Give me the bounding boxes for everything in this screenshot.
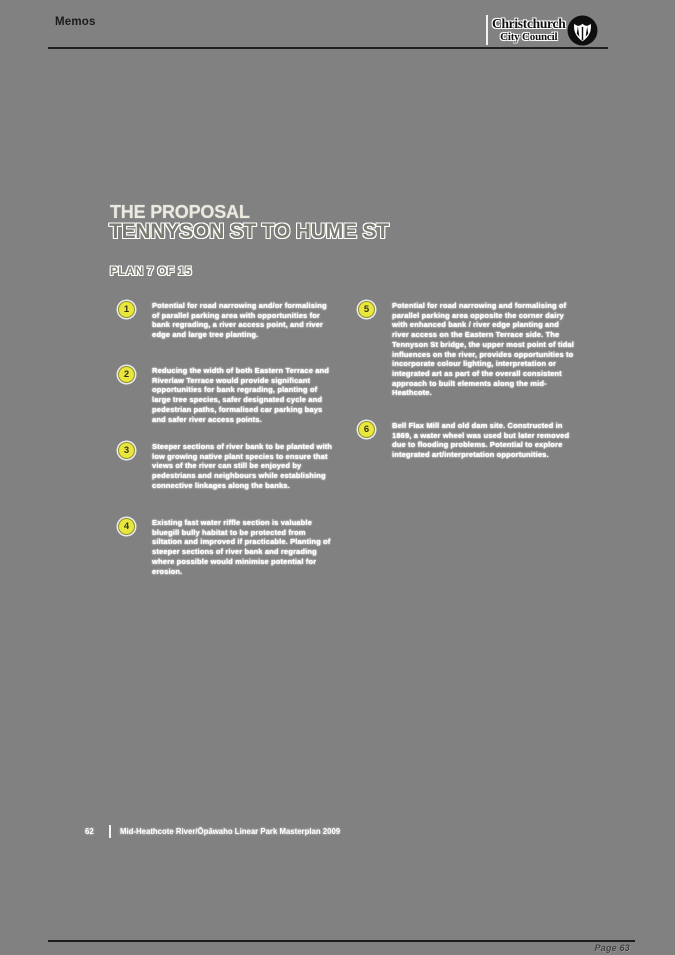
item-text: Bell Flax Mill and old dam site. Constru… xyxy=(392,421,574,460)
logo-name: Christchurch xyxy=(492,16,566,32)
item-number-badge: 5 xyxy=(358,301,375,318)
logo-text: Christchurch City Council xyxy=(492,16,566,43)
item-text: Existing fast water riffle section is va… xyxy=(152,518,331,576)
street-range-heading: TENNYSON ST TO HUME ST xyxy=(109,220,389,243)
item-number-badge: 1 xyxy=(118,301,135,318)
plan-number-label: PLAN 7 OF 15 xyxy=(110,264,192,278)
page-number-label: Page 63 xyxy=(594,943,630,953)
numbered-item-4: 4 Existing fast water riffle section is … xyxy=(118,518,334,576)
memos-label: Memos xyxy=(55,16,96,28)
council-emblem-icon xyxy=(567,15,598,45)
document-footer: 62 Mid-Heathcote River/Ōpāwaho Linear Pa… xyxy=(85,825,340,838)
item-text: Steeper sections of river bank to be pla… xyxy=(152,442,333,490)
numbered-item-2: 2 Reducing the width of both Eastern Ter… xyxy=(118,366,334,424)
item-text: Reducing the width of both Eastern Terra… xyxy=(152,366,330,424)
numbered-item-1: 1 Potential for road narrowing and/or fo… xyxy=(118,301,334,340)
logo-subname: City Council xyxy=(500,30,558,43)
item-text-rest: . Constructed in 1869, a water wheel was… xyxy=(392,421,570,460)
item-number-badge: 2 xyxy=(118,366,135,383)
logo-divider xyxy=(486,15,488,45)
footer-doc-title: Mid-Heathcote River/Ōpāwaho Linear Park … xyxy=(120,827,341,836)
item-text: Potential for road narrowing and/or form… xyxy=(152,301,327,340)
item-number-badge: 4 xyxy=(118,518,135,535)
item-number-badge: 3 xyxy=(118,442,135,459)
header-rule xyxy=(48,47,608,49)
footer-divider xyxy=(109,825,111,838)
numbered-item-6: 6 Bell Flax Mill and old dam site. Const… xyxy=(358,421,574,460)
proposal-heading: THE PROPOSAL xyxy=(110,202,250,222)
bottom-rule xyxy=(48,940,635,942)
item-text: Potential for road narrowing and formali… xyxy=(392,301,574,398)
christchurch-city-council-logo: Christchurch City Council xyxy=(486,13,604,47)
footer-page-number: 62 xyxy=(85,827,94,836)
numbered-item-5: 5 Potential for road narrowing and forma… xyxy=(358,301,574,398)
numbered-item-3: 3 Steeper sections of river bank to be p… xyxy=(118,442,334,491)
item-number-badge: 6 xyxy=(358,421,375,438)
item-bold-lead: Bell Flax Mill and old dam site xyxy=(392,421,504,430)
